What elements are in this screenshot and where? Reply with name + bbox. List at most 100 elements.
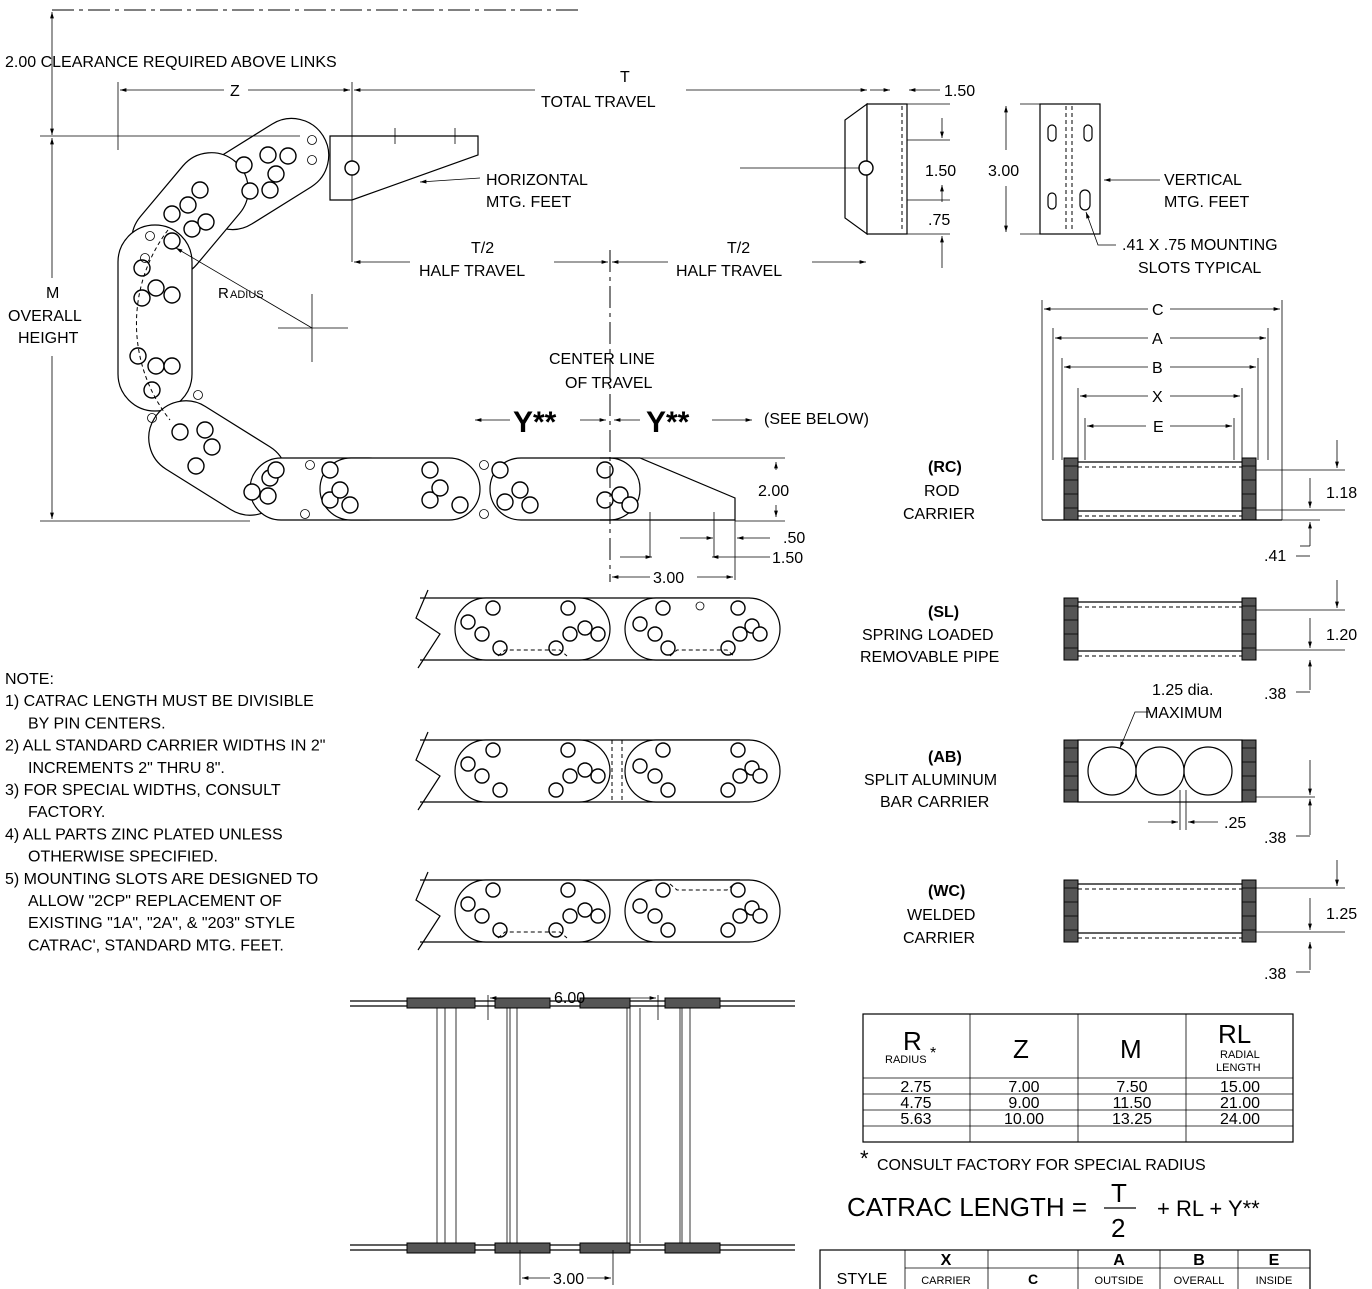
carrier-sections: [1042, 457, 1282, 943]
vertical-label-2: MTG. FEET: [1164, 194, 1250, 211]
link-hole: [720, 640, 736, 656]
link-hole: [577, 902, 593, 918]
link-hole: [460, 896, 476, 912]
chain-hole: [511, 481, 529, 499]
table-header-m: M: [1120, 1034, 1142, 1064]
e-label: E: [1153, 419, 1164, 436]
link-hole: [485, 882, 501, 898]
centerline-label-2: OF TRAVEL: [565, 375, 653, 392]
sl-line-2: REMOVABLE PIPE: [860, 649, 999, 666]
style-header-bottom: STYLE: [837, 1271, 888, 1288]
note-line: NOTE:: [5, 671, 54, 688]
chain-hole: [491, 461, 509, 479]
plan-link-plate: [664, 997, 721, 1009]
z-label: Z: [230, 83, 240, 100]
side-plate: [1241, 879, 1257, 943]
chain-loop: R ADIUS: [117, 117, 736, 521]
side-plate: [1063, 879, 1079, 943]
chain-hole: [321, 461, 339, 479]
chain-hole: [163, 232, 181, 250]
link-hole: [577, 620, 593, 636]
note-line: ALLOW "2CP" REPLACEMENT OF: [28, 893, 282, 910]
side-plate: [1241, 597, 1257, 661]
chain-hole: [133, 289, 151, 307]
link-hole: [560, 600, 576, 616]
table-cell: 4.75: [900, 1095, 931, 1112]
link-hole: [732, 908, 748, 924]
chain-hole: [187, 457, 205, 475]
side-plate: [1241, 739, 1257, 803]
link-hole: [474, 908, 490, 924]
link-hole: [632, 616, 648, 632]
sl-code: (SL): [928, 604, 959, 621]
b-label: B: [1152, 360, 1163, 377]
total-travel-label: TOTAL TRAVEL: [541, 94, 656, 111]
style-header-top: B: [1193, 1252, 1205, 1269]
chain-hole: [421, 491, 439, 509]
wc-code: (WC): [928, 883, 965, 900]
link-hole: [720, 922, 736, 938]
style-header-top: X: [941, 1252, 952, 1269]
chain-hole: [521, 496, 539, 514]
link-hole: [647, 908, 663, 924]
width-dimensions: C A B X E: [1041, 300, 1283, 520]
link-variant-row: [415, 731, 781, 811]
chain-hole: [421, 461, 439, 479]
x-label: X: [1152, 389, 1163, 406]
chain-hole: [431, 479, 449, 497]
link-hole: [730, 600, 746, 616]
link-hole: [647, 626, 663, 642]
chain-hole: [163, 205, 181, 223]
end-bracket-dimensions: 2.00 .50 1.50 3.00: [612, 457, 805, 587]
side-plate: [1063, 597, 1079, 661]
link-hole: [590, 626, 606, 642]
plan-link-plate: [664, 1242, 721, 1254]
chain-hole: [596, 461, 614, 479]
half-travel-dimension: T/2 HALF TRAVEL T/2 HALF TRAVEL CENTER L…: [354, 240, 866, 582]
link-hole: [562, 768, 578, 784]
dim-150-mid: 1.50: [925, 163, 956, 180]
dim-075: .75: [928, 212, 950, 229]
horizontal-label-1: HORIZONTAL: [486, 172, 588, 189]
rc-line-2: CARRIER: [903, 506, 975, 523]
style-header-bottom: OVERALL: [1174, 1275, 1225, 1287]
radius-label-r: R: [218, 285, 229, 302]
link-hole: [577, 762, 593, 778]
link-hole: [548, 640, 564, 656]
table-header-radius: RADIUS: [885, 1054, 927, 1066]
link-hole: [752, 768, 768, 784]
link-variants: [415, 589, 781, 951]
clearance-label: 2.00 CLEARANCE REQUIRED ABOVE LINKS: [5, 54, 337, 71]
chain-hole: [163, 286, 181, 304]
table-cell: 9.00: [1008, 1095, 1039, 1112]
link-hole: [485, 600, 501, 616]
ab-carrier-section: [1063, 739, 1257, 803]
wc-line-1: WELDED: [907, 907, 975, 924]
m-dimension: M OVERALL HEIGHT: [8, 135, 300, 522]
see-below-label: (SEE BELOW): [764, 411, 869, 428]
link-variant-row: [415, 589, 781, 669]
chain-hole: [133, 259, 151, 277]
table-header-r: R: [903, 1026, 922, 1056]
ab-label-group: 1.25 dia. MAXIMUM (AB) SPLIT ALUMINUM BA…: [864, 682, 1315, 847]
table-header-rl: RL: [1218, 1019, 1251, 1049]
chain-hole: [191, 181, 209, 199]
link-hole: [474, 626, 490, 642]
dim-300-low: 3.00: [653, 570, 684, 587]
slots-label-2: SLOTS TYPICAL: [1138, 260, 1261, 277]
table-cell: 5.63: [900, 1111, 931, 1128]
slots-label-1: .41 X .75 MOUNTING: [1122, 237, 1278, 254]
side-plate: [1241, 457, 1257, 521]
chain-hole: [147, 279, 165, 297]
y-right-label: Y**: [646, 406, 690, 439]
table-cell: 7.50: [1116, 1079, 1147, 1096]
link-hole: [562, 626, 578, 642]
clearance-dimension: 2.00 CLEARANCE REQUIRED ABOVE LINKS: [5, 9, 580, 135]
plan-link-plate: [406, 1242, 476, 1254]
half-travel-right-label: HALF TRAVEL: [676, 263, 782, 280]
table-header-star: *: [930, 1045, 936, 1062]
rc-carrier-section: [1042, 457, 1282, 521]
link-hole: [655, 600, 671, 616]
